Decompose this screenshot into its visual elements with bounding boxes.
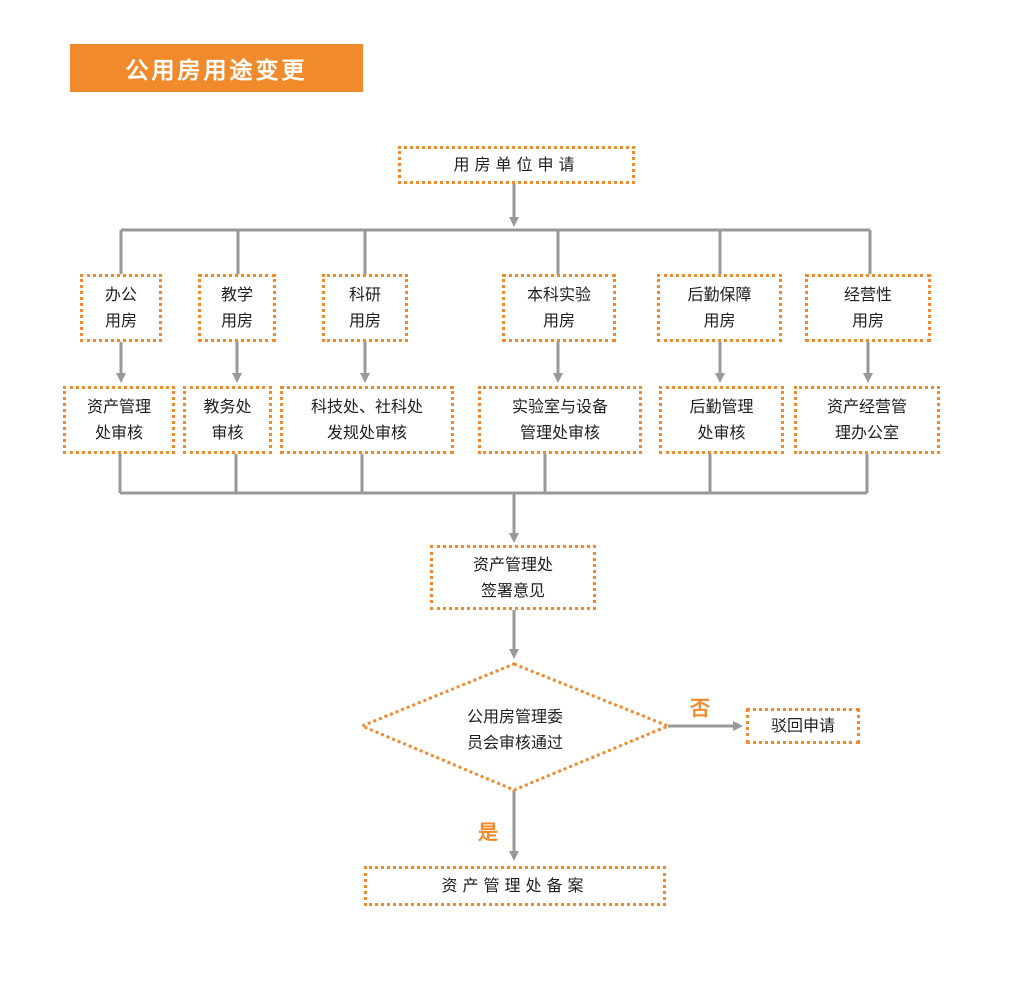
category-label: 科研 用房: [348, 285, 381, 330]
category-box-business: 经营性 用房: [805, 274, 931, 342]
reject-box: 驳回申请: [746, 708, 860, 744]
category-label: 后勤保障 用房: [687, 285, 752, 330]
review-box-logistics: 后勤管理 处审核: [659, 386, 784, 454]
final-label: 资产管理处备案: [441, 876, 589, 895]
review-box-asset: 资产管理 处审核: [63, 386, 175, 454]
review-label: 实验室与设备 管理处审核: [511, 397, 608, 442]
yes-label: 是: [478, 820, 498, 844]
final-box: 资产管理处备案: [364, 866, 666, 906]
review-box-science: 科技处、社科处 发规处审核: [280, 386, 454, 454]
opinion-label: 资产管理处 签署意见: [472, 554, 553, 600]
review-box-business: 资产经营管 理办公室: [794, 386, 940, 454]
review-box-lab-equipment: 实验室与设备 管理处审核: [478, 386, 642, 454]
review-label: 科技处、社科处 发规处审核: [310, 397, 423, 442]
opinion-box: 资产管理处 签署意见: [430, 545, 596, 610]
category-box-teaching: 教学 用房: [198, 274, 276, 342]
category-box-logistics: 后勤保障 用房: [657, 274, 782, 342]
page-title: 公用房用途变更: [70, 44, 363, 92]
review-label: 资产管理 处审核: [86, 397, 151, 442]
decision-label: 公用房管理委 员会审核通过: [466, 707, 563, 752]
category-box-research: 科研 用房: [322, 274, 408, 342]
start-box: 用房单位申请: [398, 146, 635, 184]
category-label: 本科实验 用房: [526, 285, 591, 330]
no-label: 否: [690, 696, 710, 720]
reject-label: 驳回申请: [770, 716, 835, 735]
review-box-academic: 教务处 审核: [183, 386, 272, 454]
category-box-lab: 本科实验 用房: [502, 274, 616, 342]
category-box-office: 办公 用房: [80, 274, 162, 342]
review-label: 资产经营管 理办公室: [826, 397, 907, 442]
category-label: 办公 用房: [104, 285, 137, 330]
decision-diamond: [358, 662, 672, 792]
review-label: 教务处 审核: [203, 397, 252, 442]
start-label: 用房单位申请: [453, 155, 580, 174]
review-label: 后勤管理 处审核: [689, 397, 754, 442]
category-label: 教学 用房: [220, 285, 253, 330]
category-label: 经营性 用房: [843, 285, 892, 330]
